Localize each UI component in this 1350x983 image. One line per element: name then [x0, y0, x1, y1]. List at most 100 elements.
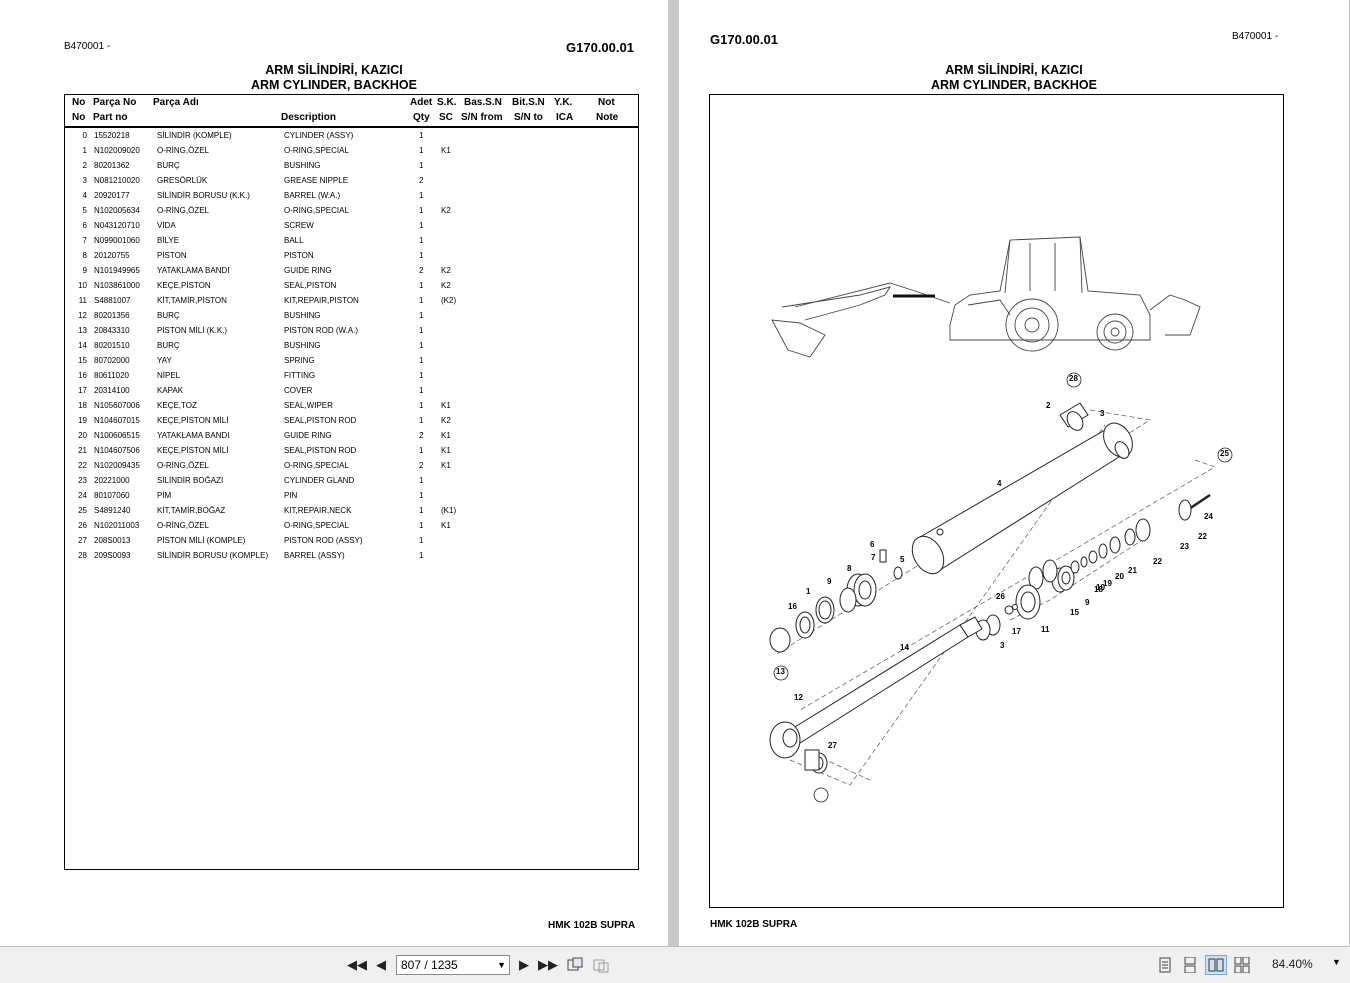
exploded-diagram-svg	[769, 236, 1233, 803]
title-en: ARM CYLINDER, BACKHOE	[931, 78, 1097, 92]
next-page-icon[interactable]: ▶	[519, 957, 529, 972]
cell-qty: 1	[419, 506, 424, 515]
two-page-continuous-icon[interactable]	[1231, 955, 1253, 975]
cell-name-tr: KİT,TAMİR,PİSTON	[157, 296, 227, 305]
cell-sc: K1	[441, 401, 451, 410]
callout-label: 8	[847, 564, 852, 573]
callout-label: 28	[1069, 374, 1078, 383]
cell-no: 22	[78, 461, 87, 470]
callout-label: 14	[900, 643, 909, 652]
cell-name-en: GUIDE RING	[284, 431, 332, 440]
cell-part-no: 209S0093	[94, 551, 131, 560]
cell-sc: K1	[441, 446, 451, 455]
cell-name-en: PISTON ROD (ASSY)	[284, 536, 363, 545]
callout-label: 4	[997, 479, 1002, 488]
cell-part-no: N104607506	[94, 446, 140, 455]
cell-no: 4	[82, 191, 87, 200]
col-head-desc-en: Description	[281, 112, 337, 123]
cell-sc: K1	[441, 146, 451, 155]
cell-qty: 1	[419, 536, 424, 545]
cell-qty: 1	[419, 281, 424, 290]
cell-no: 12	[78, 311, 87, 320]
col-head-sn-to: Bit.S.N	[512, 97, 545, 108]
cell-name-en: BALL	[284, 236, 304, 245]
cell-sc: (K1)	[441, 506, 457, 515]
col-head-sn-from-en: S/N from	[461, 112, 503, 123]
page-number-field[interactable]: 807 / 1235 ▼	[396, 955, 510, 975]
cell-no: 13	[78, 326, 87, 335]
cell-no: 25	[78, 506, 87, 515]
cell-name-tr: PİSTON	[157, 251, 187, 260]
single-page-icon[interactable]	[1154, 955, 1176, 975]
title-en: ARM CYLINDER, BACKHOE	[251, 78, 417, 92]
cell-qty: 1	[419, 446, 424, 455]
cell-no: 0	[82, 131, 87, 140]
chevron-down-icon[interactable]: ▼	[497, 960, 506, 970]
fit-page-svg	[593, 959, 609, 973]
cell-qty: 1	[419, 326, 424, 335]
cell-no: 5	[82, 206, 87, 215]
prev-page-icon[interactable]: ◀	[376, 957, 386, 972]
cell-part-no: 80107060	[94, 491, 130, 500]
col-head-ica-en: ICA	[556, 112, 574, 123]
first-page-icon[interactable]: ◀◀	[347, 957, 367, 972]
cell-name-tr: O-RİNG,ÖZEL	[157, 146, 210, 155]
cell-no: 2	[82, 161, 87, 170]
cell-name-en: FITTING	[284, 371, 316, 380]
col-head-note: Not	[598, 97, 615, 108]
viewer-toolbar: ◀◀ ◀ 807 / 1235 ▼ ▶ ▶▶ 84.40% ▼	[0, 946, 1350, 983]
cell-qty: 1	[419, 311, 424, 320]
cell-no: 26	[78, 521, 87, 530]
cell-no: 10	[78, 281, 87, 290]
cell-name-en: BARREL (ASSY)	[284, 551, 345, 560]
zoom-level[interactable]: 84.40%	[1272, 957, 1313, 971]
cell-qty: 2	[419, 431, 424, 440]
two-page-icon[interactable]	[1205, 955, 1227, 975]
cell-no: 1	[82, 146, 87, 155]
cell-part-no: N081210020	[94, 176, 140, 185]
backhoe-icon	[771, 236, 1201, 358]
fit-page-icon[interactable]	[590, 955, 612, 975]
cell-name-tr: O-RİNG,ÖZEL	[157, 521, 210, 530]
cell-name-en: CYLINDER (ASSY)	[284, 131, 354, 140]
cell-qty: 1	[419, 296, 424, 305]
callout-label: 13	[776, 667, 785, 676]
cell-sc: K2	[441, 281, 451, 290]
cell-part-no: 208S0013	[94, 536, 131, 545]
cell-name-tr: SİLİNDİR (KOMPLE)	[157, 131, 232, 140]
cell-part-no: N043120710	[94, 221, 140, 230]
cell-no: 27	[78, 536, 87, 545]
last-page-icon[interactable]: ▶▶	[538, 957, 558, 972]
cell-name-en: BUSHING	[284, 311, 321, 320]
chevron-down-icon[interactable]: ▼	[1332, 957, 1341, 967]
cell-sc: K2	[441, 266, 451, 275]
cell-qty: 1	[419, 161, 424, 170]
callout-label: 9	[1085, 598, 1090, 607]
fit-width-icon[interactable]	[564, 955, 586, 975]
cell-name-tr: KEÇE,PİSTON MİLİ	[157, 416, 229, 425]
callout-label: 10	[1096, 583, 1105, 592]
callout-label: 2	[1046, 401, 1051, 410]
cell-qty: 1	[419, 386, 424, 395]
cell-name-tr: YATAKLAMA BANDI	[157, 431, 230, 440]
continuous-icon[interactable]	[1179, 955, 1201, 975]
cell-no: 7	[82, 236, 87, 245]
cell-name-tr: O-RİNG,ÖZEL	[157, 206, 210, 215]
callout-label: 22	[1198, 532, 1207, 541]
cell-part-no: 20843310	[94, 326, 130, 335]
cell-qty: 1	[419, 356, 424, 365]
cell-part-no: 80201356	[94, 311, 130, 320]
cell-name-tr: PİSTON MİLİ (KOMPLE)	[157, 536, 246, 545]
cell-no: 6	[82, 221, 87, 230]
cell-no: 11	[78, 296, 87, 305]
title-tr: ARM SİLİNDİRİ, KAZICI	[945, 63, 1083, 77]
